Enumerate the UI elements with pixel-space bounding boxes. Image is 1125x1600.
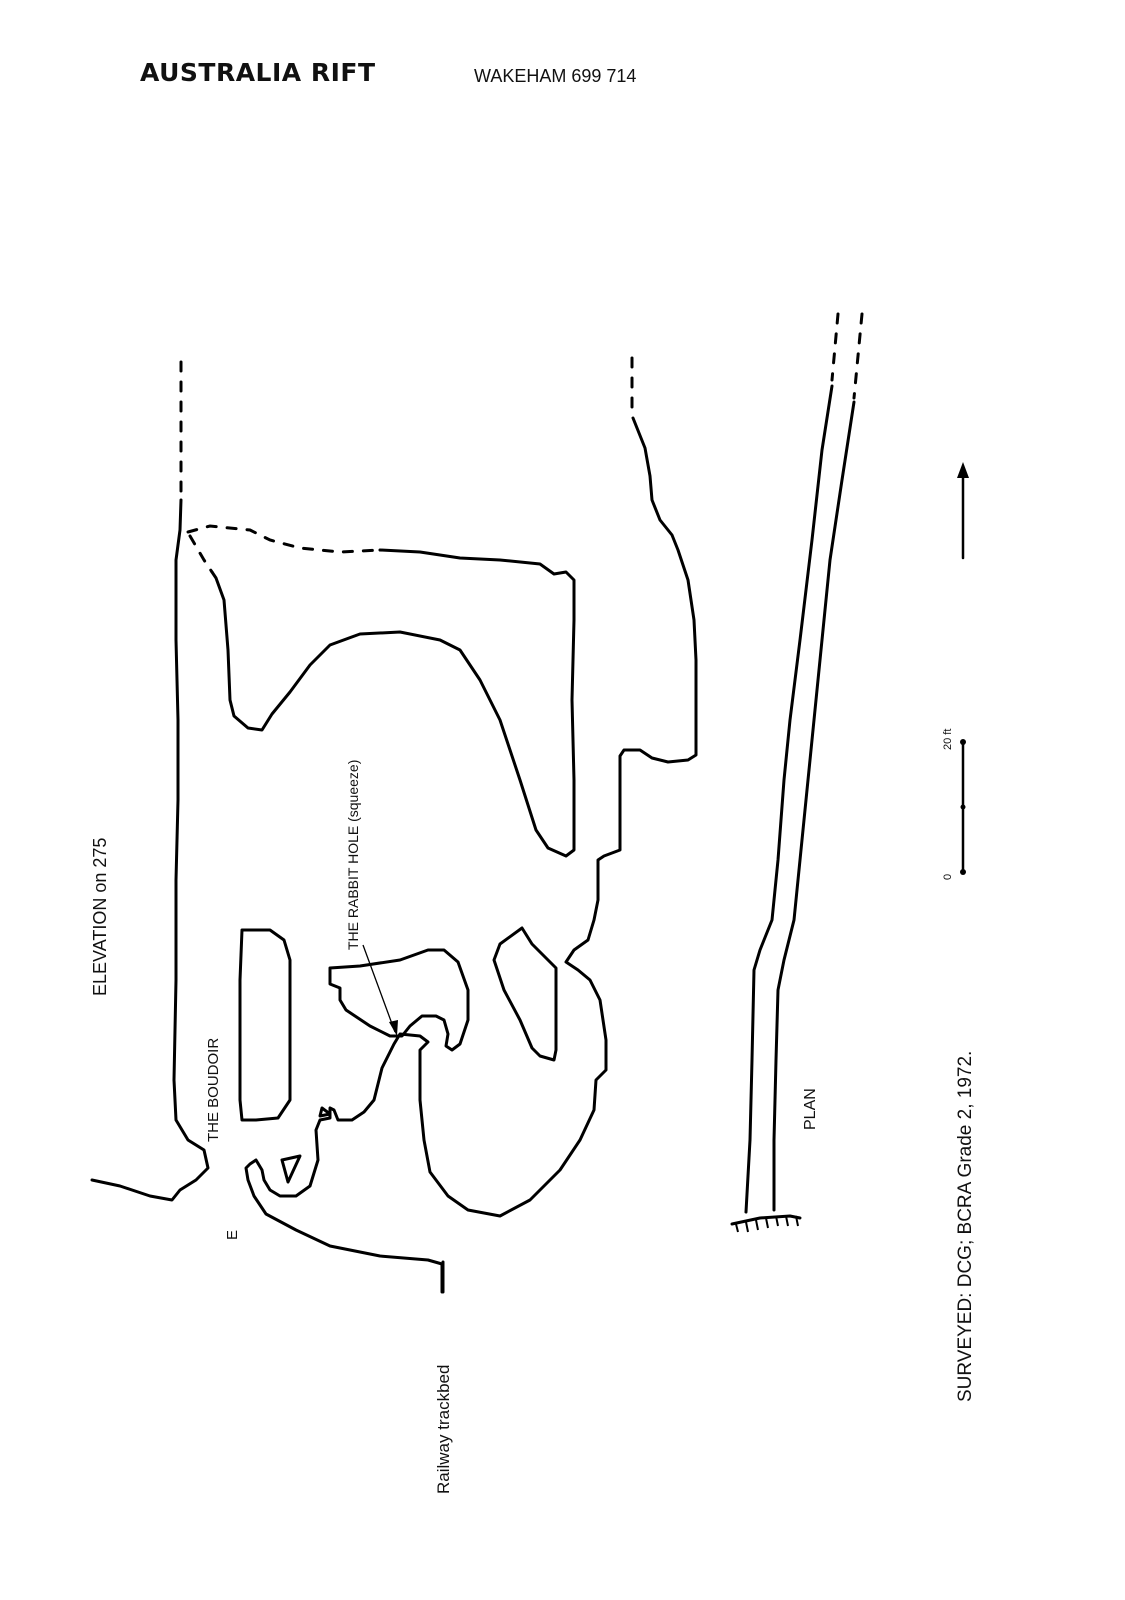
rabbit-hole-label: THE RABBIT HOLE (squeeze): [345, 759, 361, 950]
grid-reference: WAKEHAM 699 714: [474, 66, 637, 86]
north-arrow-icon: [957, 462, 969, 560]
elevation-outline: [90, 356, 698, 1294]
plan-label: PLAN: [802, 1088, 819, 1130]
scale-bar: [960, 739, 966, 875]
surveyed-credit: SURVEYED: DCG; BCRA Grade 2, 1972.: [955, 1050, 976, 1402]
boudoir-label: THE BOUDOIR: [205, 1037, 222, 1142]
survey-title: AUSTRALIA RIFT: [140, 58, 376, 87]
entrance-label: E: [224, 1229, 241, 1240]
plan-outline: [730, 312, 864, 1233]
scale-start-label: 0: [942, 873, 954, 880]
scale-end-label: 20 ft: [942, 728, 954, 750]
railway-label: Railway trackbed: [434, 1364, 453, 1494]
rabbit-hole-pointer-icon: [362, 944, 398, 1036]
elevation-label: ELEVATION on 275: [90, 837, 110, 996]
